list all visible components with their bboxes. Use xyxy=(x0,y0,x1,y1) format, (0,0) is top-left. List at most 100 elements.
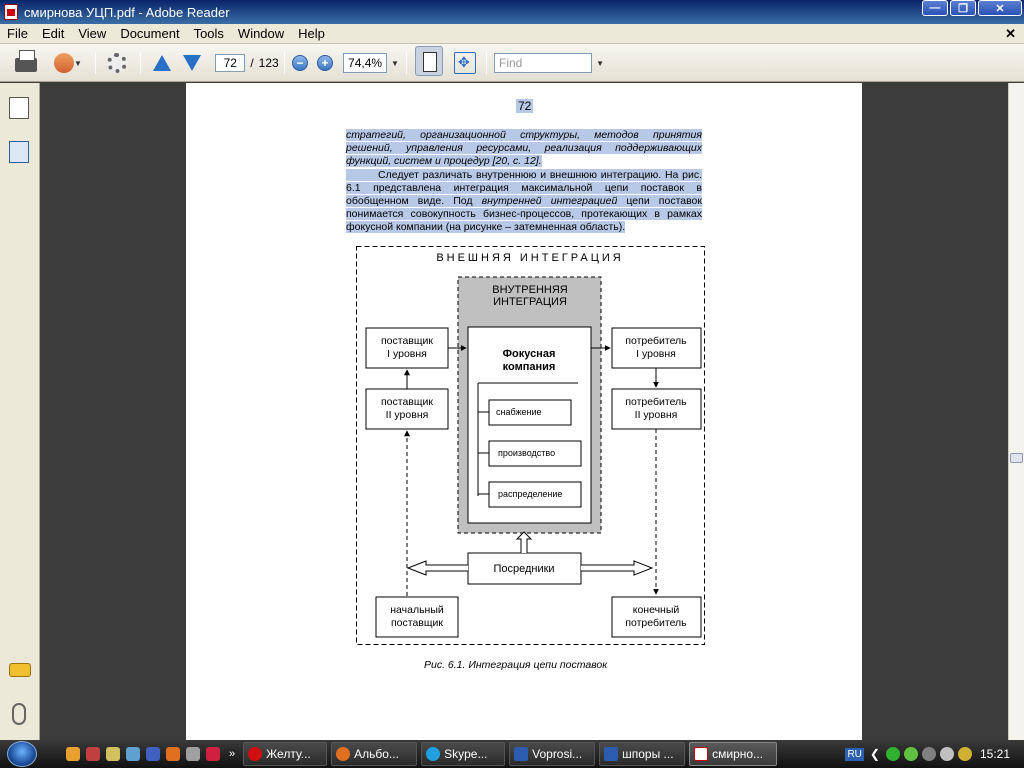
title-bar[interactable]: смирнова УЦП.pdf - Adobe Reader — ❐ ✕ xyxy=(0,0,1024,24)
fit-page-icon xyxy=(415,46,443,76)
collaborate-button[interactable]: ▼ xyxy=(48,50,88,76)
download-icon[interactable] xyxy=(206,747,220,761)
vertical-scrollbar[interactable] xyxy=(1008,83,1024,740)
page-number-input[interactable]: 72 xyxy=(215,54,246,72)
document-area[interactable]: 72 стратегий, организационной структуры,… xyxy=(41,83,1008,740)
network-tray-icon[interactable] xyxy=(921,747,936,761)
final-consumer-label-a: конечный xyxy=(633,604,680,616)
document-close-button[interactable]: ✕ xyxy=(1005,26,1016,41)
language-indicator[interactable]: RU xyxy=(845,747,864,761)
task-adobe-reader-label: смирно... xyxy=(712,747,764,761)
page-separator: / xyxy=(250,56,254,70)
security-tray-icon[interactable] xyxy=(957,747,972,761)
minimize-button[interactable]: — xyxy=(922,0,948,16)
supply-chain-diagram: ВНЕШНЯЯ ИНТЕГРАЦИЯ ВНУТРЕННЯЯ ИНТЕГРАЦИЯ… xyxy=(356,246,705,645)
paragraph-2-text-b: цепи поставок понимается совокупность би… xyxy=(346,195,702,233)
comments-icon[interactable] xyxy=(9,663,31,677)
task-word-2-label: шпоры ... xyxy=(622,747,674,761)
tools-icon[interactable] xyxy=(106,747,120,761)
find-input[interactable]: Find xyxy=(494,53,593,73)
task-word-1[interactable]: Voprosi... xyxy=(509,742,596,766)
external-integration-border xyxy=(356,246,705,645)
external-integration-label: ВНЕШНЯЯ ИНТЕГРАЦИЯ xyxy=(436,252,623,264)
navigation-panel xyxy=(0,83,40,740)
task-firefox[interactable]: Альбо... xyxy=(331,742,418,766)
task-opera-label: Желту... xyxy=(266,747,311,761)
supplier-level-2-label-b: II уровня xyxy=(386,409,429,421)
consumer-level-1-box xyxy=(611,327,702,369)
menu-help[interactable]: Help xyxy=(298,26,325,41)
supply-label: снабжение xyxy=(496,407,542,417)
find-dropdown-icon[interactable]: ▼ xyxy=(596,58,604,68)
menu-document[interactable]: Document xyxy=(120,26,180,41)
scrollbar-thumb[interactable] xyxy=(1010,453,1023,463)
mail-agent-tray-icon[interactable] xyxy=(885,747,900,761)
pdf-page[interactable]: 72 стратегий, организационной структуры,… xyxy=(186,83,862,740)
distribution-box xyxy=(488,481,582,508)
volume-tray-icon[interactable] xyxy=(939,747,954,761)
next-page-button[interactable] xyxy=(180,50,204,76)
consumer-level-1-label-a: потребитель xyxy=(625,335,687,347)
arrow-up-icon xyxy=(153,55,171,71)
paragraph-2-emphasis: внутренней интеграцией xyxy=(481,195,618,207)
toolbar: ▼ 72 / 123 − + 74,4% ▼ Find ▼ xyxy=(0,44,1024,82)
figure-caption: Рис. 6.1. Интеграция цепи поставок xyxy=(424,659,608,671)
supplier-level-2-label-a: поставщик xyxy=(381,396,433,408)
supply-box xyxy=(488,399,572,426)
arrow-intermediaries-to-focal xyxy=(515,531,533,553)
final-consumer-box xyxy=(611,596,702,638)
browser-icon[interactable] xyxy=(86,747,100,761)
supplier-level-1-label-b: I уровня xyxy=(387,348,427,360)
menu-tools[interactable]: Tools xyxy=(193,26,224,41)
print-button[interactable] xyxy=(12,50,40,76)
mail-agent-icon[interactable] xyxy=(66,747,80,761)
supplier-level-1-box xyxy=(365,327,449,369)
consumer-level-2-label-a: потребитель xyxy=(625,396,687,408)
task-opera[interactable]: Желту... xyxy=(243,742,328,766)
menu-window[interactable]: Window xyxy=(237,26,285,41)
opera-icon xyxy=(248,747,263,761)
intermediaries-label: Посредники xyxy=(493,563,554,575)
attachments-icon[interactable] xyxy=(12,703,26,725)
settings-button[interactable] xyxy=(103,50,131,76)
separator xyxy=(284,52,285,74)
pages-icon[interactable] xyxy=(9,97,29,119)
zoom-out-button[interactable]: − xyxy=(290,50,310,76)
initial-supplier-label-a: начальный xyxy=(390,604,444,616)
close-button[interactable]: ✕ xyxy=(978,0,1022,16)
chevron-left-icon[interactable]: ❮ xyxy=(869,747,880,761)
media-player-icon[interactable] xyxy=(126,747,140,761)
menu-view[interactable]: View xyxy=(78,26,107,41)
task-word-2[interactable]: шпоры ... xyxy=(599,742,686,766)
task-skype[interactable]: Skype... xyxy=(421,742,506,766)
fit-page-button[interactable] xyxy=(414,46,444,76)
maximize-button[interactable]: ❐ xyxy=(950,0,976,16)
adobe-reader-icon xyxy=(4,4,18,20)
zoom-dropdown-icon[interactable]: ▼ xyxy=(391,58,399,68)
separator xyxy=(95,52,96,74)
initial-supplier-label-b: поставщик xyxy=(391,617,443,629)
previous-page-button[interactable] xyxy=(150,50,174,76)
menu-file[interactable]: File xyxy=(7,26,28,41)
bookmarks-icon[interactable] xyxy=(9,141,29,163)
task-word-1-label: Voprosi... xyxy=(532,747,583,761)
firefox-icon[interactable] xyxy=(166,747,180,761)
start-button[interactable] xyxy=(0,740,44,768)
ie-icon[interactable] xyxy=(146,747,160,761)
paragraph-2: Следует различать внутреннюю и внешнюю и… xyxy=(346,169,702,234)
gear-icon xyxy=(107,53,127,73)
zoom-input[interactable]: 74,4% xyxy=(343,53,388,73)
zoom-in-button[interactable]: + xyxy=(315,50,335,76)
skype-icon xyxy=(426,747,441,761)
menu-edit[interactable]: Edit xyxy=(41,26,65,41)
arrow-down-icon xyxy=(183,55,201,71)
quicklaunch-more-icon[interactable]: » xyxy=(229,748,236,760)
icq-tray-icon[interactable] xyxy=(903,747,918,761)
clock[interactable]: 15:21 xyxy=(979,747,1010,761)
production-box xyxy=(488,440,582,467)
task-adobe-reader[interactable]: смирно... xyxy=(689,742,778,766)
collaborate-icon xyxy=(54,53,75,73)
firefox-icon xyxy=(336,747,351,761)
xnview-icon[interactable] xyxy=(186,747,200,761)
fit-width-button[interactable] xyxy=(452,50,478,76)
